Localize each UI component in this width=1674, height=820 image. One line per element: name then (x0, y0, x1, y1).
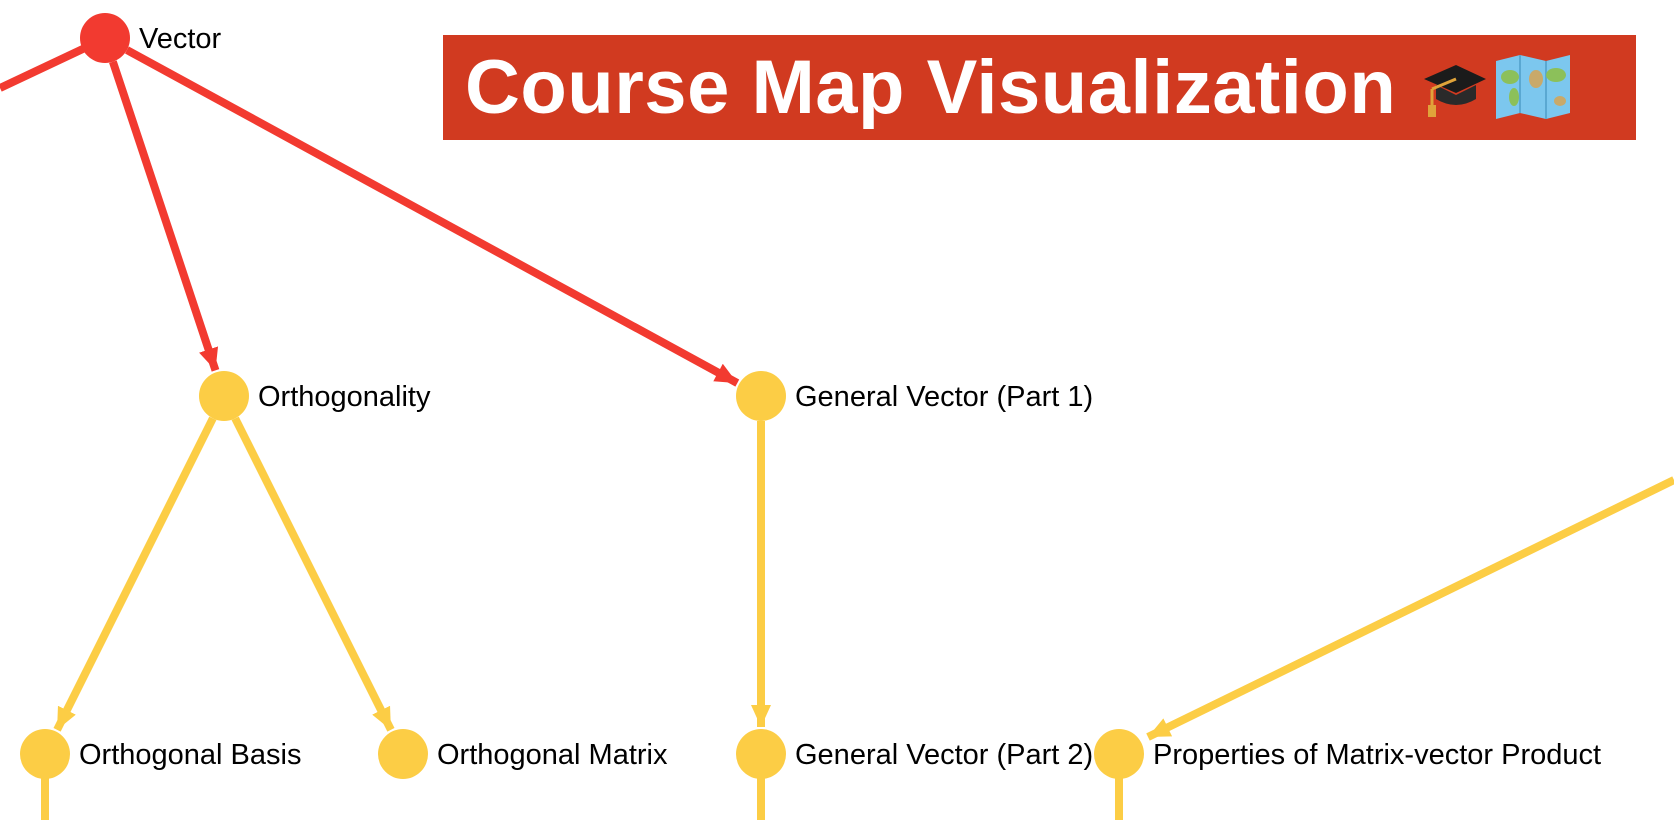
node-label: Orthogonality (258, 381, 431, 413)
edge-vector-to-orthogonality (109, 60, 220, 372)
node-orthogonality[interactable]: Orthogonality (199, 371, 431, 421)
node-label: Vector (139, 23, 222, 55)
node-circle[interactable] (20, 729, 70, 779)
page-title: Course Map Visualization (465, 45, 1397, 130)
node-label: General Vector (Part 1) (795, 381, 1093, 413)
title-banner: Course Map Visualization (443, 35, 1636, 140)
node-general-vector-2[interactable]: General Vector (Part 2) (736, 729, 1093, 779)
node-general-vector-1[interactable]: General Vector (Part 1) (736, 371, 1093, 421)
node-orthogonal-matrix[interactable]: Orthogonal Matrix (378, 729, 668, 779)
edge-orthogonality-to-orthogonal-matrix (231, 416, 395, 732)
edge-incoming-vector (0, 43, 89, 92)
node-vector[interactable]: Vector (80, 13, 222, 63)
graduation-cap-icon (1418, 49, 1490, 126)
node-circle[interactable] (736, 729, 786, 779)
node-label: Orthogonal Matrix (437, 739, 668, 771)
node-circle[interactable] (199, 371, 249, 421)
node-matrix-vector-product[interactable]: Properties of Matrix-vector Product (1094, 729, 1601, 779)
world-map-icon (1494, 49, 1572, 126)
node-circle[interactable] (736, 371, 786, 421)
node-circle[interactable] (378, 729, 428, 779)
node-label: Orthogonal Basis (79, 739, 301, 771)
edge-orthogonality-to-orthogonal-basis (53, 416, 217, 732)
edge-vector-to-general-vector-1 (125, 46, 740, 387)
node-label: General Vector (Part 2) (795, 739, 1093, 771)
edge-incoming-matrix-vector-product (1146, 476, 1674, 741)
node-label: Properties of Matrix-vector Product (1153, 739, 1601, 771)
node-circle[interactable] (80, 13, 130, 63)
node-orthogonal-basis[interactable]: Orthogonal Basis (20, 729, 301, 779)
node-circle[interactable] (1094, 729, 1144, 779)
